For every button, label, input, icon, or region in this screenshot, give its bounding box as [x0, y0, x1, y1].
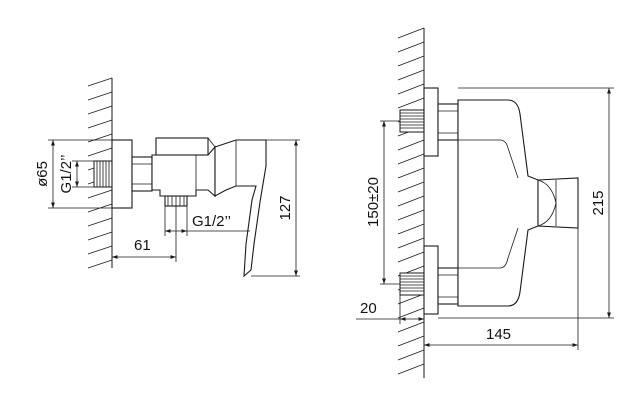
- mixer-body-front: [457, 99, 539, 307]
- upper-inlet-thread: [399, 109, 425, 133]
- wall-hatching-left: [87, 77, 113, 269]
- lower-escutcheon: [423, 245, 439, 315]
- wall-hatching-right: [397, 27, 425, 375]
- lever-handle-front: [537, 177, 579, 229]
- dim-wall-offset-label: 20: [360, 300, 377, 317]
- inlet-thread-side: [93, 160, 113, 188]
- dim-height-label: 127: [277, 195, 294, 220]
- upper-eccentric-nut: [437, 103, 459, 141]
- lever-handle-side: [214, 139, 267, 278]
- eccentric-nut-side: [131, 156, 153, 192]
- upper-escutcheon: [423, 87, 439, 157]
- dim-center-distance-label: 150±20: [365, 177, 382, 227]
- dim-diameter-label: ø65: [34, 161, 51, 187]
- side-view: ø65 G1/2’’ G1/2’’ 61 127: [34, 77, 300, 278]
- lower-eccentric-nut: [437, 267, 459, 305]
- dim-outlet-thread-label: G1/2’’: [192, 213, 231, 230]
- dim-total-height-label: 215: [590, 190, 607, 215]
- escutcheon-side: [111, 139, 133, 209]
- dim-width-label: 145: [486, 326, 511, 343]
- front-view: 150±20 20 145 215: [356, 27, 614, 378]
- dim-depth-label: 61: [134, 237, 151, 254]
- dim-inlet-thread-label: G1/2’’: [58, 155, 75, 194]
- lower-inlet-thread: [399, 272, 425, 296]
